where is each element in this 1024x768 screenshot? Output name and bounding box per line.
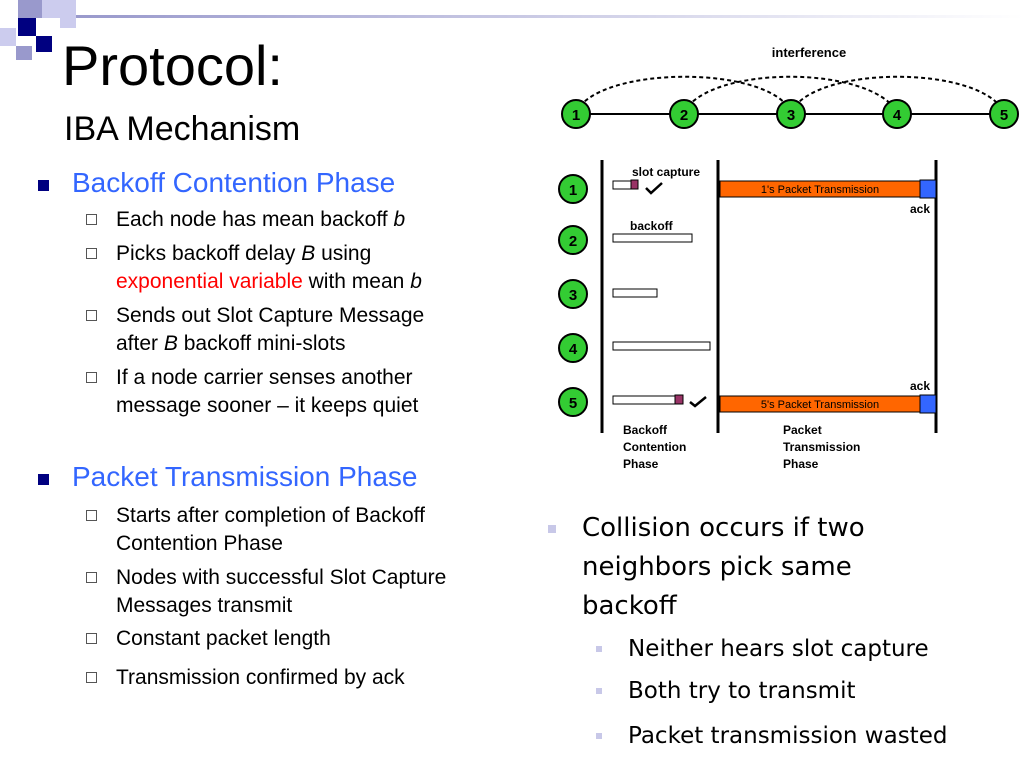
phase1-label: Phase bbox=[623, 457, 659, 471]
checkbox-bullet bbox=[86, 372, 97, 383]
slot-capture-block bbox=[630, 179, 639, 190]
tx5-label: 5's Packet Transmission bbox=[761, 399, 879, 411]
bullet-square bbox=[596, 688, 602, 694]
corner-square bbox=[16, 46, 32, 60]
timing-diagram: 1 2 3 4 5 slot capture backoff 1's Packe… bbox=[558, 160, 938, 471]
checkmark-icon bbox=[689, 396, 707, 408]
phase1-label: Contention bbox=[623, 440, 686, 454]
checkbox-bullet bbox=[86, 672, 97, 683]
svg-text:4: 4 bbox=[569, 341, 578, 358]
tx1-label: 1's Packet Transmission bbox=[761, 184, 879, 196]
svg-text:1: 1 bbox=[569, 182, 577, 199]
svg-text:4: 4 bbox=[893, 107, 902, 124]
svg-text:3: 3 bbox=[787, 107, 795, 124]
timing-node: 4 bbox=[558, 333, 588, 363]
corner-square bbox=[18, 18, 36, 36]
bullet-square bbox=[548, 525, 556, 533]
corner-square bbox=[42, 0, 60, 18]
checkbox-bullet bbox=[86, 633, 97, 644]
backoff-bar bbox=[612, 341, 711, 351]
phase2-label: Transmission bbox=[783, 440, 860, 454]
interference-label: interference bbox=[772, 45, 846, 60]
topology-diagram: interference 1 2 3 4 5 bbox=[561, 45, 1019, 129]
slide-title: Protocol: bbox=[62, 34, 283, 97]
topology-node: 2 bbox=[669, 99, 699, 129]
interference-arc bbox=[575, 75, 792, 113]
slide-subtitle: IBA Mechanism bbox=[64, 110, 301, 148]
corner-square bbox=[18, 0, 42, 18]
timing-node: 5 bbox=[558, 387, 588, 417]
checkbox-bullet bbox=[86, 510, 97, 521]
svg-text:5: 5 bbox=[569, 395, 577, 412]
interference-arc bbox=[683, 75, 898, 113]
corner-square bbox=[60, 0, 76, 28]
topology-node: 5 bbox=[989, 99, 1019, 129]
ack-label: ack bbox=[910, 379, 930, 393]
topology-node: 1 bbox=[561, 99, 591, 129]
checkbox-bullet bbox=[86, 310, 97, 321]
corner-square bbox=[0, 28, 16, 46]
phase1-label: Backoff bbox=[623, 423, 668, 437]
backoff-bar bbox=[612, 395, 676, 405]
topology-node: 4 bbox=[882, 99, 912, 129]
checkbox-bullet bbox=[86, 572, 97, 583]
slot-capture-label: slot capture bbox=[632, 165, 700, 179]
svg-text:1: 1 bbox=[572, 107, 580, 124]
checkbox-bullet bbox=[86, 248, 97, 259]
backoff-bar bbox=[612, 288, 658, 298]
svg-text:3: 3 bbox=[569, 287, 577, 304]
ack-block bbox=[919, 394, 937, 414]
topology-node: 3 bbox=[776, 99, 806, 129]
svg-text:5: 5 bbox=[1000, 107, 1008, 124]
checkbox-bullet bbox=[86, 214, 97, 225]
slot-capture-block bbox=[674, 394, 684, 405]
backoff-label: backoff bbox=[630, 219, 674, 233]
ack-label: ack bbox=[910, 202, 930, 216]
ack-block bbox=[919, 179, 937, 199]
timing-node: 3 bbox=[558, 279, 588, 309]
bullet-square bbox=[596, 646, 602, 652]
backoff-bar bbox=[612, 180, 632, 190]
phase2-label: Phase bbox=[783, 457, 819, 471]
bullet-square bbox=[596, 733, 602, 739]
checkmark-icon bbox=[645, 182, 663, 195]
interference-arc bbox=[790, 75, 1005, 113]
phase2-label: Packet bbox=[783, 423, 822, 437]
backoff-bar bbox=[612, 233, 693, 243]
corner-square bbox=[36, 36, 52, 52]
svg-text:2: 2 bbox=[569, 233, 577, 250]
bullet-square bbox=[38, 474, 49, 485]
bullet-square bbox=[38, 180, 49, 191]
timing-node: 1 bbox=[558, 174, 588, 204]
svg-text:2: 2 bbox=[680, 107, 688, 124]
timing-node: 2 bbox=[558, 225, 588, 255]
title-rule bbox=[76, 15, 1024, 18]
